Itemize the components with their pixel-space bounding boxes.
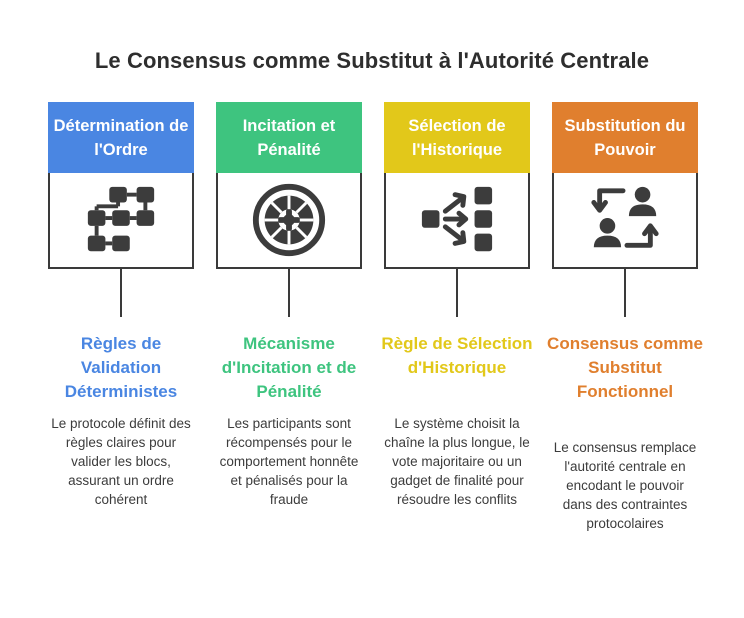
selection-arrows-icon — [421, 186, 493, 252]
page-title: Le Consensus comme Substitut à l'Autorit… — [94, 48, 650, 73]
header-order: Détermination de l'Ordre — [48, 102, 194, 173]
connector-line — [288, 269, 290, 317]
connector-line — [624, 269, 626, 317]
user-swap-icon — [591, 186, 659, 248]
header-history: Sélection de l'Historique — [384, 102, 530, 173]
description-incentive: Les participants sont récompensés pour l… — [219, 416, 359, 507]
icon-box-history — [384, 173, 530, 269]
description-history: Le système choisit la chaîne la plus lon… — [384, 416, 530, 507]
connector-line — [120, 269, 122, 317]
header-power: Substitution du Pouvoir — [552, 102, 698, 173]
subtitle-order: Règles de Validation Déterministes — [64, 334, 178, 401]
icon-box-power — [552, 173, 698, 269]
subtitle-power: Consensus comme Substitut Fonctionnel — [547, 334, 703, 401]
flowchart-icon — [87, 186, 155, 252]
connector-line — [456, 269, 458, 317]
description-power: Le consensus remplace l'autorité central… — [553, 440, 697, 531]
header-incentive: Incitation et Pénalité — [216, 102, 362, 173]
roulette-wheel-icon — [252, 183, 326, 257]
icon-box-order — [48, 173, 194, 269]
description-order: Le protocole définit des règles claires … — [51, 416, 191, 507]
icon-box-incentive — [216, 173, 362, 269]
subtitle-incentive: Mécanisme d'Incitation et de Pénalité — [221, 334, 357, 401]
subtitle-history: Règle de Sélection d'Historique — [381, 334, 533, 377]
